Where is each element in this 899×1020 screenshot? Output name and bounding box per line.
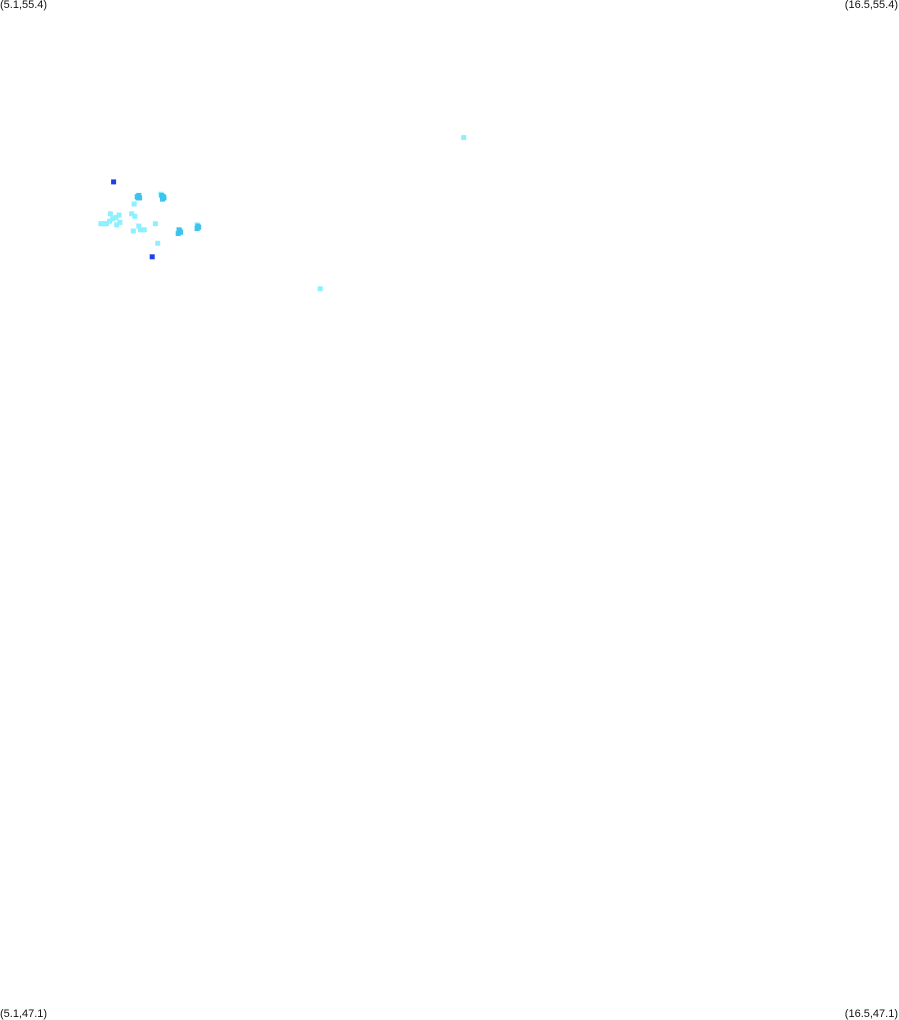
map-point <box>114 222 120 228</box>
map-point <box>129 211 135 217</box>
map-point <box>131 201 137 207</box>
map-point <box>132 213 138 219</box>
map-point <box>113 215 119 220</box>
map-point <box>141 227 147 233</box>
map-point <box>161 195 167 201</box>
map-point <box>194 226 200 232</box>
corner-label-bottom-right: (16.5,47.1) <box>844 1008 898 1020</box>
map-point <box>117 219 123 225</box>
corner-label-top-left: (5.1,55.4) <box>0 0 48 11</box>
map-point <box>317 286 323 292</box>
map-point <box>101 221 107 227</box>
map-point <box>107 211 113 217</box>
map-point <box>152 221 158 227</box>
map-point <box>175 231 181 236</box>
map-point <box>107 218 113 224</box>
map-point <box>111 179 117 185</box>
map-point <box>137 195 143 201</box>
map-point <box>98 221 104 227</box>
map-point <box>149 254 155 260</box>
corner-label-bottom-left: (5.1,47.1) <box>0 1008 48 1020</box>
corner-label-top-right: (16.5,55.4) <box>844 0 898 11</box>
map-point <box>136 223 142 229</box>
map-point <box>130 228 136 234</box>
map-point <box>110 216 116 222</box>
map-point <box>116 212 122 218</box>
map-point <box>461 135 467 141</box>
map-point <box>137 227 143 233</box>
points-layer <box>98 135 467 292</box>
map-point <box>155 240 161 246</box>
